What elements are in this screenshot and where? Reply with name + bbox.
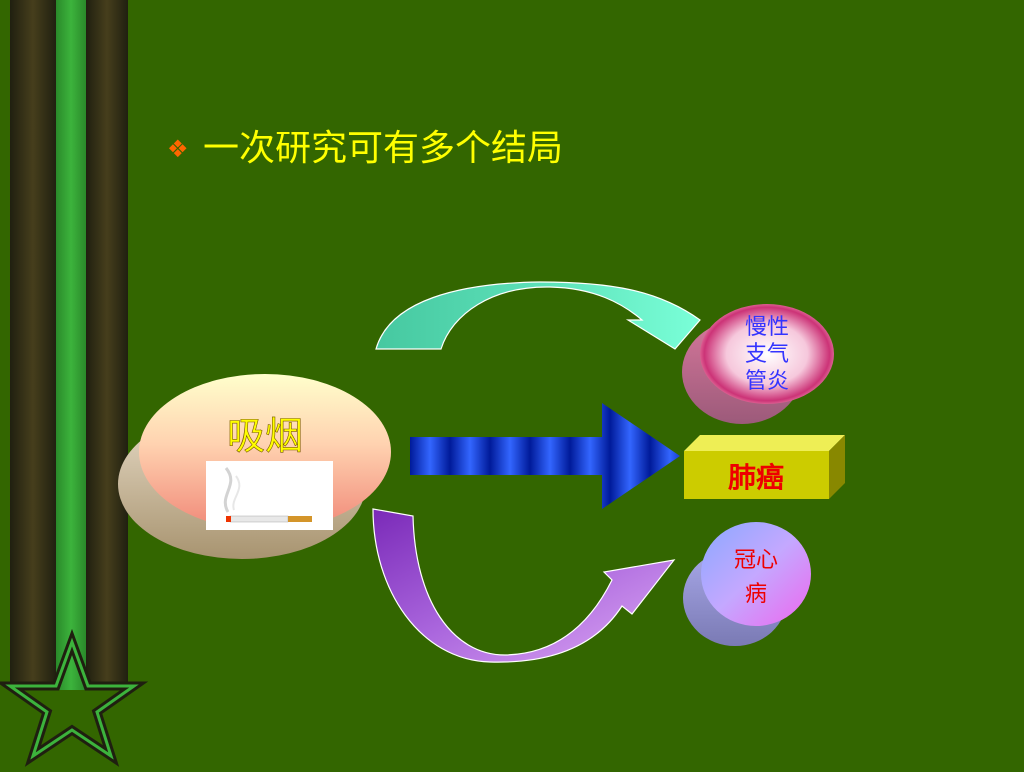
bronchitis-disk [700,304,834,404]
bronchitis-line-1: 慢性 [745,315,789,340]
arrow-to-heart-disease [372,508,676,663]
lung-cancer-label: 肺癌 [728,461,784,494]
left-stripe-dark [10,0,56,690]
lung-cancer-box-front [684,451,829,499]
left-stripe-dark-2 [86,0,128,690]
arrow-to-bronchitis [375,281,701,350]
cigarette-image [206,461,333,530]
heart-disease-disk [701,522,811,626]
bronchitis-line-3: 管炎 [745,369,789,394]
outcome-bronchitis: 慢性 支气 管炎 [682,304,834,424]
exposure-label: 吸烟 [227,414,303,458]
lung-cancer-box-top [684,435,845,451]
outcome-heart-disease: 冠心 病 [683,522,811,646]
heart-disease-line-2: 病 [745,582,767,607]
star-icon [0,628,149,767]
outcome-lung-cancer: 肺癌 [684,435,845,499]
heart-disease-line-1: 冠心 [734,548,778,573]
bronchitis-line-2: 支气 [745,342,789,367]
lung-cancer-box-side [829,435,845,499]
left-stripe-green [56,0,86,690]
bullet-icon: ❖ [167,135,189,163]
exposure-smoking: 吸烟 [118,374,391,559]
bullet-text: 一次研究可有多个结局 [203,128,563,169]
arrow-to-lung-cancer [410,403,680,509]
